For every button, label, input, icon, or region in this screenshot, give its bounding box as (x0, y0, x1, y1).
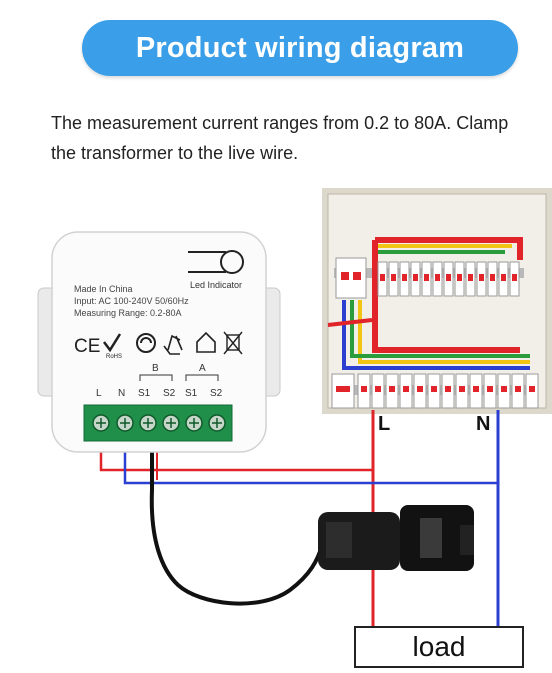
ct-label-area (326, 522, 352, 558)
panel-label-l: L (378, 413, 391, 435)
panel-wire-red (375, 237, 523, 260)
terminal-label-a-s1: S1 (185, 388, 198, 399)
title-banner: Product wiring diagram (82, 20, 518, 76)
terminal-label-l: L (96, 388, 102, 399)
range-spec-text: Measuring Range: 0.2-80A (74, 308, 182, 318)
group-b-label: B (152, 363, 159, 374)
recycle-icon (163, 334, 183, 355)
panel-wire-red-feed (327, 318, 373, 327)
led-label: Led Indicator (190, 280, 242, 290)
group-b-bracket (139, 374, 173, 381)
panel-wire-red-loop (372, 240, 520, 353)
load-label: load (412, 631, 466, 662)
terminal-screws (92, 414, 226, 432)
description: The measurement current ranges from 0.2 … (51, 108, 552, 168)
terminal-label-a-s2: S2 (210, 388, 223, 399)
electrical-panel (322, 188, 552, 414)
input-spec-text: Input: AC 100-240V 50/60Hz (74, 296, 189, 306)
group-a-label: A (199, 363, 206, 374)
panel-label-n: N (476, 413, 491, 435)
green-dot-icon (136, 333, 156, 353)
group-a-bracket (185, 374, 219, 381)
page-title: Product wiring diagram (135, 31, 465, 64)
breaker-toggles-bottom (336, 386, 535, 392)
terminal-label-b-s1: S1 (138, 388, 151, 399)
led-indicator-icon (220, 250, 244, 274)
ce-mark-icon: CE (74, 336, 100, 357)
description-line-1: The measurement current ranges from 0.2 … (51, 113, 509, 133)
terminal-label-b-s2: S2 (163, 388, 176, 399)
check-mark-icon (103, 333, 122, 353)
panel-wire-green-loop (350, 300, 530, 358)
home-icon (196, 331, 216, 353)
ct-sensor-cable (149, 440, 324, 606)
rohs-mark: RoHS (106, 354, 122, 360)
made-in-text: Made In China (74, 284, 133, 294)
ct-clamp-latch (460, 525, 474, 555)
current-transformer-clamp (318, 505, 474, 571)
weee-cross (223, 331, 243, 355)
breaker-toggles-top (341, 272, 517, 281)
load-box: load (354, 626, 524, 668)
smart-meter-device: Led Indicator Made In China Input: AC 10… (37, 231, 281, 453)
breaker-main (335, 257, 367, 299)
ct-clamp-opening (420, 518, 442, 558)
terminal-label-n: N (118, 388, 125, 399)
device-neutral-wire (123, 440, 498, 485)
device-body (51, 231, 267, 453)
panel-backplate (327, 193, 547, 409)
weee-bin-icon (226, 334, 240, 351)
description-line-2: the transformer to the live wire. (51, 143, 299, 163)
